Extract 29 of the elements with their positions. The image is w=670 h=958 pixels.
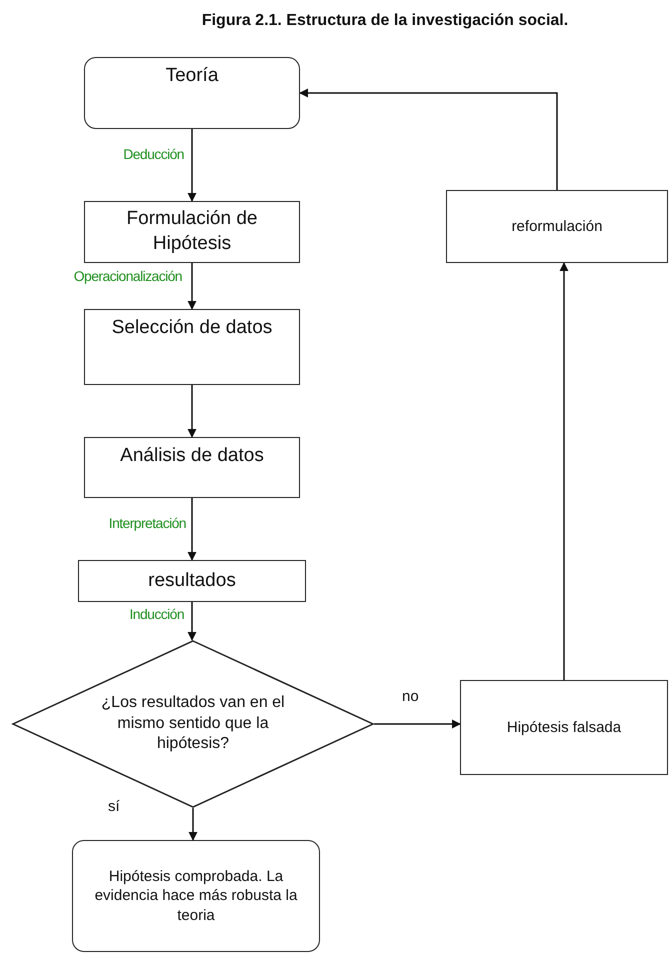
arrow: [188, 385, 196, 438]
node-text: reformulación: [512, 216, 602, 236]
arrow: [299, 88, 558, 190]
node-text: Análisis de datos: [120, 444, 264, 468]
node-text: Hipótesis falsada: [506, 718, 622, 738]
arrow: [188, 602, 196, 641]
arrow: [188, 498, 196, 561]
arrow: [374, 720, 461, 728]
figure-title: Figura 2.1. Estructura de la investigación social.: [200, 12, 570, 30]
rounded-box: [72, 840, 320, 952]
process-box: [84, 201, 300, 263]
edge-label: Deducción: [121, 146, 186, 162]
edge-label: Operacionalización: [72, 268, 184, 284]
process-box: [460, 680, 668, 775]
node-text: Hipótesis comprobada. La evidencia hace más robusta la teoria: [94, 866, 298, 926]
process-box: [446, 190, 668, 263]
node-text: resultados: [148, 568, 236, 593]
arrow: [188, 808, 198, 841]
arrow: [188, 129, 196, 202]
arrow: [188, 263, 196, 310]
node-text: Formulación de Hipótesis: [126, 207, 258, 256]
arrow: [560, 262, 568, 680]
node-text: ¿Los resultados van en el mismo sentido que la hipótesis?: [100, 692, 286, 754]
process-box: [78, 560, 306, 602]
node-text: Teoría: [166, 64, 218, 88]
rounded-box: [84, 57, 300, 129]
process-box: [84, 309, 300, 385]
node-text: Selección de datos: [112, 316, 272, 340]
process-box: [84, 437, 300, 498]
